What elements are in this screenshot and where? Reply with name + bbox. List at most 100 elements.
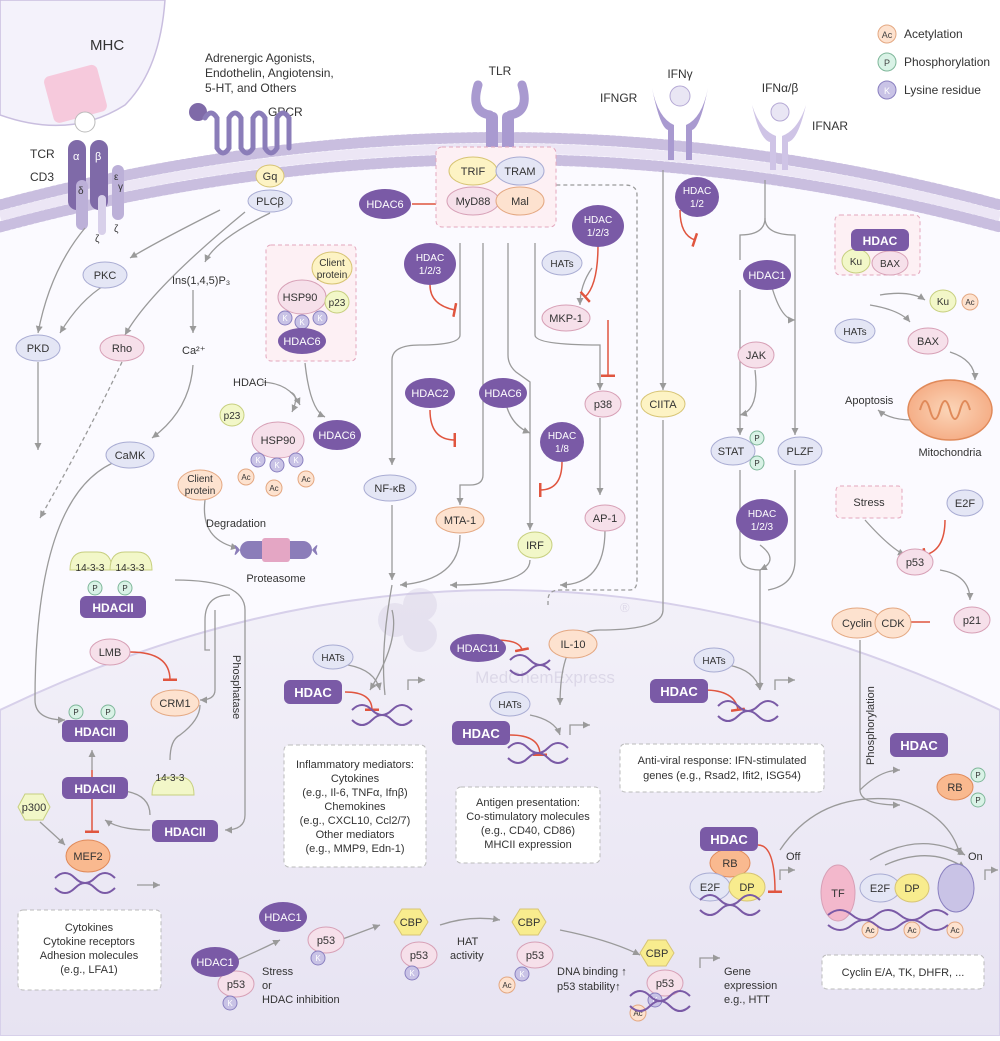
hdac6-hsp-label: HDAC6 (283, 336, 320, 348)
antigen-line-1: Antigen presentation: (476, 797, 580, 809)
tlr-receptor: TLR (471, 64, 529, 152)
cbp-1-label: CBP (400, 917, 423, 929)
lysine-k4: K (255, 456, 261, 465)
degradation-label: Degradation (206, 518, 266, 530)
ifngr-label: IFNGR (600, 91, 638, 105)
watermark: MedChemExpress ® (378, 588, 630, 687)
hdac123-c-line-1: HDAC (748, 509, 776, 520)
dna-helices (54, 654, 949, 1012)
cytoplasm-nodes: PKC PKD Rho Ins(1,4,5)P₃ Ca²⁺ CaMK Clien… (15, 214, 993, 1022)
hdac12-line-1: HDAC (683, 186, 711, 197)
client-protein-line-1: Client (319, 258, 345, 269)
proteasome-icon (234, 538, 318, 562)
hdac123-a-line-1: HDAC (416, 253, 444, 264)
stress-or-label: Stress (262, 966, 294, 978)
rb-p2: P (975, 796, 980, 805)
legend-acetylation-label: Acetylation (904, 27, 963, 41)
stat-label: STAT (718, 446, 745, 458)
legend-acetylation-symbol: Ac (882, 30, 893, 40)
e2f-c-label: E2F (870, 883, 890, 895)
lmb-label: LMB (99, 647, 122, 659)
cbp-3-label: CBP (646, 948, 669, 960)
client-free-line-2: protein (185, 486, 216, 497)
hat-activity-line-1: HAT (457, 936, 478, 948)
ca-label: Ca²⁺ (182, 345, 206, 357)
tlr-label: TLR (489, 64, 512, 78)
hdac2-label: HDAC2 (411, 388, 448, 400)
client-protein-line-2: protein (317, 270, 348, 281)
lysine-k3: K (317, 314, 323, 323)
dna-binding-label: DNA binding ↑ (557, 966, 627, 978)
hdac-bax-label: HDAC (863, 234, 898, 248)
camk-label: CaMK (115, 450, 146, 462)
legend-acetylation: Ac Acetylation (877, 24, 963, 44)
gene-expression-line-1: Gene (724, 966, 751, 978)
rho-label: Rho (112, 343, 132, 355)
inflammatory-line-6: Other mediators (316, 829, 395, 841)
client-free-line-1: Client (187, 474, 213, 485)
gq-label: Gq (263, 171, 278, 183)
phosphorylation-label: Phosphorylation (865, 686, 877, 765)
p300-label: p300 (22, 802, 46, 814)
hdac11-label: HDAC11 (457, 643, 500, 655)
e2f-label: E2F (955, 498, 975, 510)
inflammatory-line-3: (e.g., Il-6, TNFα, Ifnβ) (302, 787, 407, 799)
hats-nuc3-label: HATs (702, 656, 725, 667)
hdac123-b-line-1: HDAC (584, 215, 612, 226)
hdacii-top-p1: P (92, 584, 97, 593)
mef2-label: MEF2 (73, 851, 102, 863)
legend-lysine: K Lysine residue (877, 80, 981, 100)
hdac12-line-2: 1/2 (690, 199, 704, 210)
hdacii-right-label: HDACII (164, 825, 205, 839)
p53-1-label: p53 (227, 979, 245, 991)
hdac-nuc3-label: HDAC (660, 684, 698, 699)
p53-3-label: p53 (410, 950, 428, 962)
cd3-zeta-1: ζ (95, 234, 100, 245)
proteasome-label: Proteasome (246, 573, 305, 585)
t1433-a-label: 14-3-3 (76, 563, 105, 574)
cyclin-label: Cyclin (842, 618, 872, 630)
stress-label: Stress (853, 497, 885, 509)
hdac-nuc2-label: HDAC (462, 726, 500, 741)
stat-p2: P (754, 459, 759, 468)
ifnab-label: IFNα/β (762, 81, 799, 95)
on-label: On (968, 851, 983, 863)
ap1-label: AP-1 (593, 513, 617, 525)
gene-expression-line-2: expression (724, 980, 777, 992)
p38-label: p38 (594, 399, 612, 411)
hdacii-top-p2: P (122, 584, 127, 593)
plzf-label: PLZF (787, 446, 814, 458)
hdacii-mid-label: HDACII (74, 782, 115, 796)
tlr-adaptor-group: TRIF TRAM MyD88 Mal (435, 146, 557, 228)
p53-1-k: K (227, 999, 233, 1008)
cd3-epsilon: ε (114, 172, 119, 183)
inflammatory-line-4: Chemokines (324, 801, 386, 813)
hdac6-tlr-label: HDAC6 (366, 199, 403, 211)
p53-2-label: p53 (317, 935, 335, 947)
watermark-registered: ® (620, 600, 630, 615)
ifnar-receptor: IFNα/β IFNAR (752, 81, 848, 170)
cbp-2-label: CBP (518, 917, 541, 929)
t1433-c-label: 14-3-3 (156, 773, 185, 784)
hdac-enzymes: HDAC6 HDAC 1/2/3 HDAC 1/2/3 HDAC 1/2 HDA… (62, 177, 948, 977)
rb-label: RB (722, 858, 737, 870)
antiviral-line-1: Anti-viral response: IFN-stimulated (638, 755, 807, 767)
hdac1-a-label: HDAC1 (264, 912, 301, 924)
hdacii-top-label: HDACII (92, 601, 133, 615)
rb-p1: P (975, 771, 980, 780)
p53-3-k: K (409, 969, 415, 978)
hdac-inhibition-label: HDAC inhibition (262, 994, 340, 1006)
ciita-label: CIITA (649, 399, 677, 411)
p53-2-k: K (315, 954, 321, 963)
p53-4-ac: Ac (502, 981, 511, 990)
ifngr-receptor: IFNγ IFNGR (600, 67, 708, 160)
tcr-alpha: α (73, 151, 80, 163)
or-label: or (262, 980, 272, 992)
cytokines-line-2: Cytokine receptors (43, 936, 135, 948)
hdac-rb-label: HDAC (710, 832, 748, 847)
cytokines-line-4: (e.g., LFA1) (60, 964, 117, 976)
hats-apoptosis-label: HATs (843, 327, 866, 338)
bax-label: BAX (880, 259, 900, 270)
mitochondria-icon (907, 379, 993, 441)
